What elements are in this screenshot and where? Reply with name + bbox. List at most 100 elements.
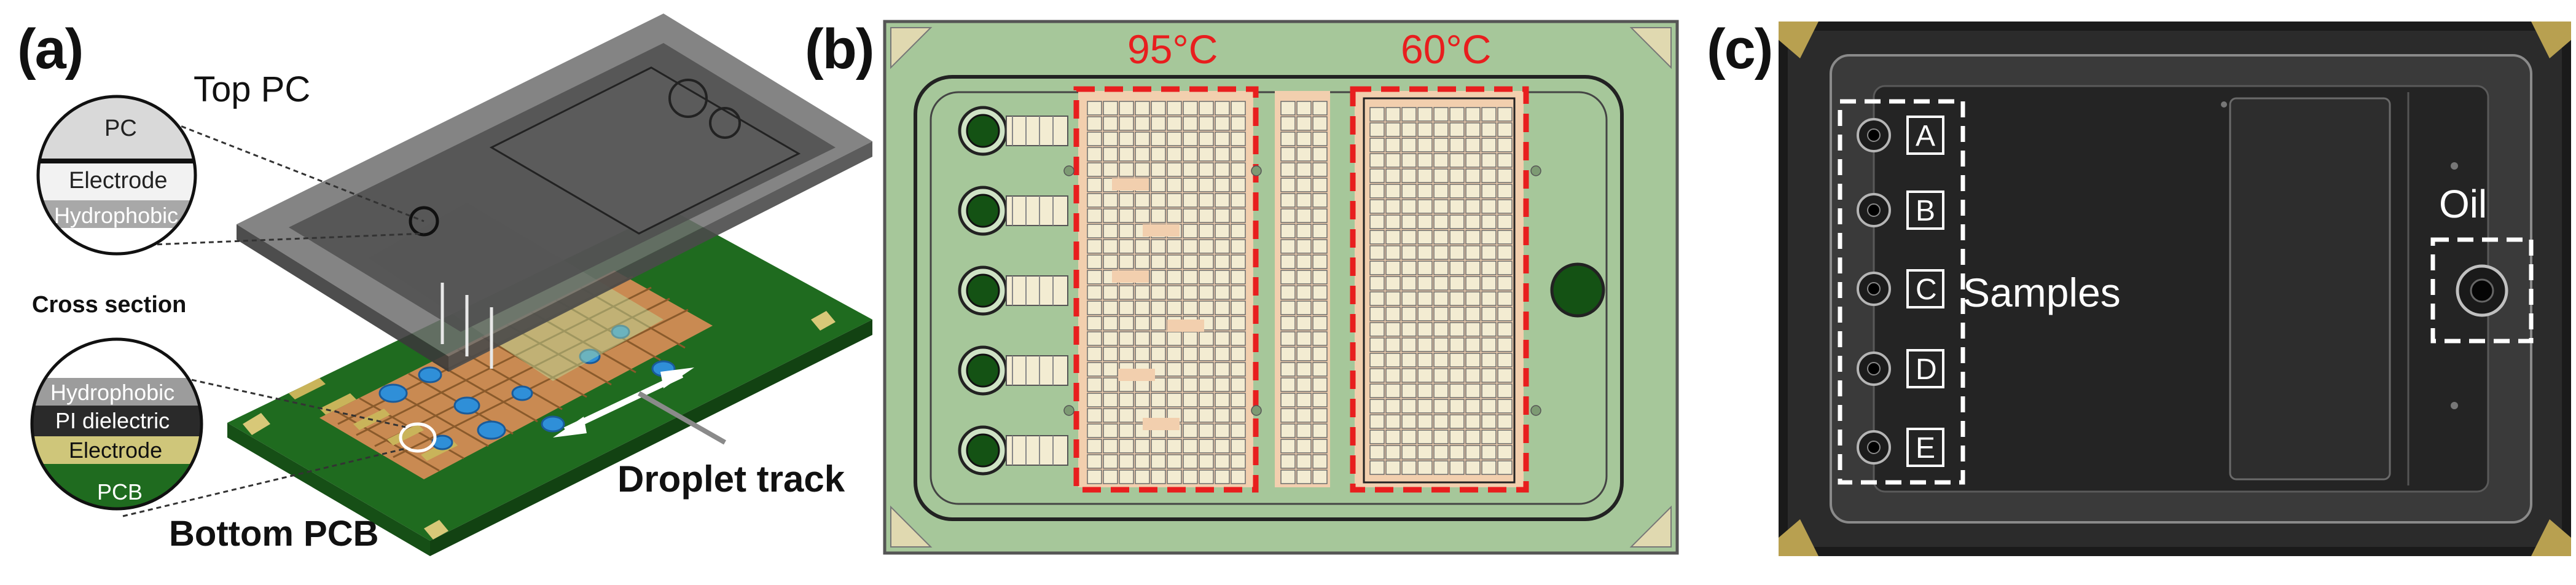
electrode-pad [1481, 122, 1497, 137]
electrode-pad [1183, 208, 1198, 223]
well-e-label: E [1916, 432, 1936, 465]
electrode-pad [1167, 147, 1182, 162]
electrode-pad [1433, 322, 1449, 337]
electrode-pad [1401, 214, 1417, 229]
electrode-pad [1369, 245, 1385, 260]
electrode-pad [1385, 430, 1401, 444]
heater-pad [1167, 320, 1204, 332]
electrode-pad [1199, 347, 1214, 361]
electrode-pad [1369, 414, 1385, 429]
electrode-pad [1385, 383, 1401, 398]
electrode-pad [1296, 147, 1312, 162]
electrode-pad [1385, 445, 1401, 460]
electrode-pad [1231, 193, 1246, 208]
electrode-pad [1296, 300, 1312, 315]
electrode-pad [1183, 408, 1198, 423]
electrode-pad [1135, 101, 1150, 116]
electrode-pad [1417, 337, 1433, 352]
electrode-pad [1385, 214, 1401, 229]
panel-a-label: (a) [17, 18, 84, 80]
electrode-pad [1401, 399, 1417, 414]
electrode-pad [1417, 414, 1433, 429]
electrode-pad [1135, 439, 1150, 453]
electrode-pad [1280, 147, 1296, 162]
electrode-pad [1151, 239, 1166, 254]
electrode-pad [1433, 307, 1449, 321]
electrode-pad [1087, 300, 1102, 315]
electrode-pad [1417, 245, 1433, 260]
droplet-track-label: Droplet track [617, 458, 845, 500]
electrode-pad [1183, 469, 1198, 484]
electrode-pad [1119, 331, 1134, 346]
electrode-pad [1183, 377, 1198, 392]
electrode-pad [1119, 439, 1134, 453]
well-c-label: C [1916, 273, 1937, 306]
electrode-pad [1119, 116, 1134, 131]
electrode-pad [1296, 454, 1312, 469]
inlet-channel [1006, 116, 1068, 146]
electrode-pad [1369, 460, 1385, 475]
electrode-pad [1369, 230, 1385, 245]
electrode-pad [1151, 254, 1166, 269]
electrode-pad [1087, 285, 1102, 300]
electrode-pad [1215, 224, 1230, 238]
electrode-pad [1167, 393, 1182, 407]
electrode-pad [1417, 122, 1433, 137]
electrode-pad [1449, 414, 1465, 429]
electrode-pad [1465, 245, 1481, 260]
electrode-pad [1183, 254, 1198, 269]
well-a-label: A [1916, 120, 1936, 152]
electrode-pad [1433, 353, 1449, 367]
electrode-pad [1417, 353, 1433, 367]
electrode-pad [1135, 285, 1150, 300]
electrode-pad [1183, 116, 1198, 131]
electrode-pad [1433, 276, 1449, 291]
electrode-pad [1481, 291, 1497, 306]
electrode-pad [1296, 239, 1312, 254]
electrode-pad [1433, 261, 1449, 275]
electrode-pad [1312, 162, 1328, 177]
electrode-pad [1280, 239, 1296, 254]
electrode-pad [1312, 331, 1328, 346]
electrode-pad [1199, 224, 1214, 238]
electrode-pad [1231, 316, 1246, 331]
electrode-pad [1167, 285, 1182, 300]
electrode-pad [1465, 291, 1481, 306]
electrode-pad [1119, 162, 1134, 177]
electrode-pad [1481, 261, 1497, 275]
exploded-device-illustration [30, 14, 872, 556]
electrode-pad [1497, 353, 1513, 367]
electrode-pad [1183, 347, 1198, 361]
heater-pad [1143, 418, 1180, 430]
electrode-pad [1199, 162, 1214, 177]
electrode-pad [1433, 122, 1449, 137]
electrode-pad [1151, 178, 1166, 192]
electrode-pad [1231, 132, 1246, 146]
electrode-pad [1433, 414, 1449, 429]
electrode-pad [1183, 393, 1198, 407]
electrode-pad [1135, 454, 1150, 469]
electrode-pad [1215, 300, 1230, 315]
electrode-pad [1103, 408, 1118, 423]
electrode-pad [1231, 285, 1246, 300]
electrode-pad [1103, 132, 1118, 146]
electrode-pad [1280, 101, 1296, 116]
electrode-pad [1449, 230, 1465, 245]
electrode-pad [1417, 368, 1433, 383]
electrode-pad [1465, 138, 1481, 152]
electrode-pad [1296, 331, 1312, 346]
electrode-pad [1280, 300, 1296, 315]
electrode-pad [1296, 270, 1312, 285]
electrode-pad [1231, 208, 1246, 223]
electrode-pad [1465, 184, 1481, 198]
electrode-pad [1312, 116, 1328, 131]
electrode-pad [1215, 101, 1230, 116]
chip-layout-diagram [883, 20, 1679, 555]
electrode-pad [1151, 147, 1166, 162]
zone-95c-box [1073, 86, 1259, 493]
electrode-pad [1433, 383, 1449, 398]
electrode-pad [1215, 208, 1230, 223]
electrode-pad [1135, 347, 1150, 361]
electrode-pad [1280, 454, 1296, 469]
electrode-pad [1481, 414, 1497, 429]
